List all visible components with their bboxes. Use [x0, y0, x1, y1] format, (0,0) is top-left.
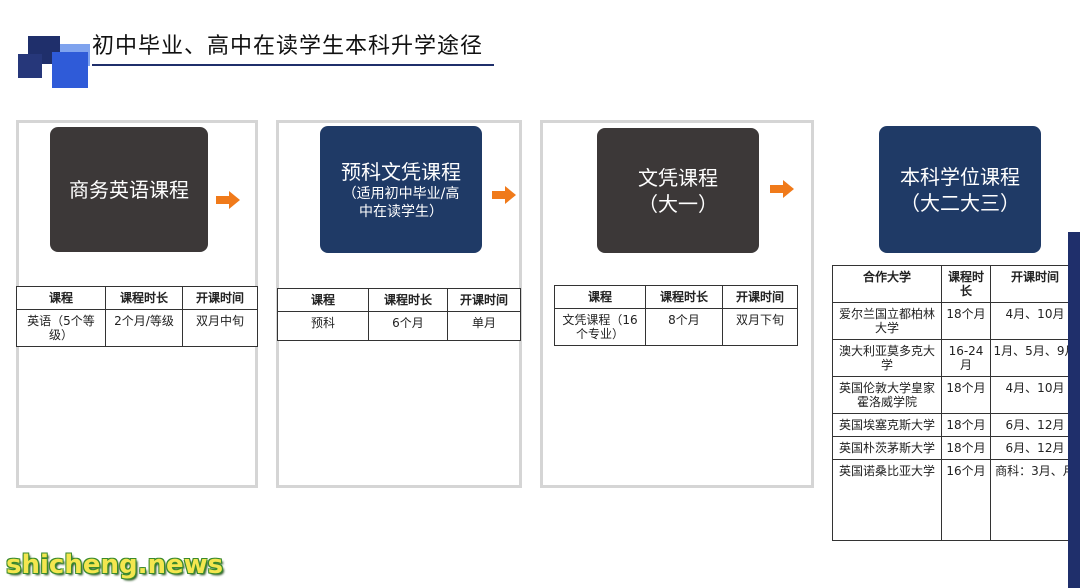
table-header: 课程时长: [368, 288, 448, 312]
table-cell: 4月、10月: [990, 376, 1080, 414]
table-cell: 2个月/等级: [105, 309, 183, 347]
table-row: 英国伦敦大学皇家霍洛威学院 18个月 4月、10月: [832, 376, 1080, 414]
table-header: 课程时长: [941, 265, 991, 303]
table-header: 开课时间: [990, 265, 1080, 303]
table-row: 英国埃塞克斯大学 18个月 6月、12月: [832, 413, 1080, 437]
table-row: 预科 6个月 单月: [277, 311, 521, 341]
header-deco-square: [52, 52, 88, 88]
table-cell: 6月、12月: [990, 436, 1080, 460]
slide-edge-bar: [1068, 232, 1080, 588]
table-cell: 18个月: [941, 413, 991, 437]
table-cell: 16个月: [941, 459, 991, 541]
stage-box-foundation: 预科文凭课程 （适用初中毕业/高中在读学生）: [320, 126, 482, 253]
table-cell: 6个月: [368, 311, 448, 341]
right-arrow-icon: [216, 191, 240, 209]
table-cell: 英国朴茨茅斯大学: [832, 436, 942, 460]
table-cell: 英国伦敦大学皇家霍洛威学院: [832, 376, 942, 414]
stage-box-title: 预科文凭课程: [341, 159, 461, 184]
watermark: shicheng.news: [6, 550, 224, 580]
table-header: 课程时长: [105, 286, 183, 310]
table-cell: 单月: [447, 311, 521, 341]
title-underline: [92, 64, 494, 66]
stage-box-subtitle: （大二大三）: [900, 190, 1020, 215]
course-table-2: 课程 课程时长 开课时间 预科 6个月 单月: [277, 288, 521, 341]
table-cell: 英语（5个等级）: [16, 309, 106, 347]
table-cell: 18个月: [941, 376, 991, 414]
table-cell: 双月下旬: [722, 308, 798, 346]
table-header: 课程: [554, 285, 646, 309]
stage-box-subtitle: （大一）: [638, 191, 718, 216]
page-title: 初中毕业、高中在读学生本科升学途径: [92, 34, 484, 59]
table-cell: 8个月: [645, 308, 723, 346]
table-row: 英国诺桑比亚大学 16个月 商科：3月、月: [832, 459, 1080, 541]
right-arrow-icon: [492, 186, 516, 204]
table-row: 英语（5个等级） 2个月/等级 双月中旬: [16, 309, 258, 347]
table-header: 开课时间: [447, 288, 521, 312]
table-row: 英国朴茨茅斯大学 18个月 6月、12月: [832, 436, 1080, 460]
table-cell: 英国埃塞克斯大学: [832, 413, 942, 437]
table-cell: 6月、12月: [990, 413, 1080, 437]
table-cell: 英国诺桑比亚大学: [832, 459, 942, 541]
stage-box-degree: 本科学位课程 （大二大三）: [879, 126, 1041, 253]
table-header: 课程: [277, 288, 369, 312]
stage-box-title: 商务英语课程: [69, 177, 189, 202]
table-header: 开课时间: [722, 285, 798, 309]
table-cell: 文凭课程（16个专业）: [554, 308, 646, 346]
table-header: 开课时间: [182, 286, 258, 310]
table-header: 合作大学: [832, 265, 942, 303]
header-deco-square: [18, 54, 42, 78]
course-table-1: 课程 课程时长 开课时间 英语（5个等级） 2个月/等级 双月中旬: [16, 286, 258, 347]
table-cell: 4月、10月: [990, 302, 1080, 340]
table-cell: 18个月: [941, 302, 991, 340]
stage-box-subtitle: （适用初中毕业/高中在读学生）: [342, 185, 460, 220]
course-table-3: 课程 课程时长 开课时间 文凭课程（16个专业） 8个月 双月下旬: [554, 285, 798, 346]
table-cell: 16-24月: [941, 339, 991, 377]
table-cell: 爱尔兰国立都柏林大学: [832, 302, 942, 340]
table-row: 澳大利亚莫多克大学 16-24月 1月、5月、9月: [832, 339, 1080, 377]
table-cell: 1月、5月、9月: [990, 339, 1080, 377]
right-arrow-icon: [770, 180, 794, 198]
table-cell: 澳大利亚莫多克大学: [832, 339, 942, 377]
table-cell: 双月中旬: [182, 309, 258, 347]
table-cell: 商科：3月、月: [990, 459, 1080, 541]
table-header: 课程时长: [645, 285, 723, 309]
table-row: 爱尔兰国立都柏林大学 18个月 4月、10月: [832, 302, 1080, 340]
table-cell: 18个月: [941, 436, 991, 460]
table-row: 文凭课程（16个专业） 8个月 双月下旬: [554, 308, 798, 346]
stage-box-title: 文凭课程: [638, 165, 718, 190]
partner-university-table: 合作大学 课程时长 开课时间 爱尔兰国立都柏林大学 18个月 4月、10月 澳大…: [832, 265, 1080, 541]
stage-box-business-english: 商务英语课程: [50, 127, 208, 252]
stage-box-title: 本科学位课程: [900, 164, 1020, 189]
stage-box-diploma: 文凭课程 （大一）: [597, 128, 759, 253]
table-header: 课程: [16, 286, 106, 310]
table-cell: 预科: [277, 311, 369, 341]
